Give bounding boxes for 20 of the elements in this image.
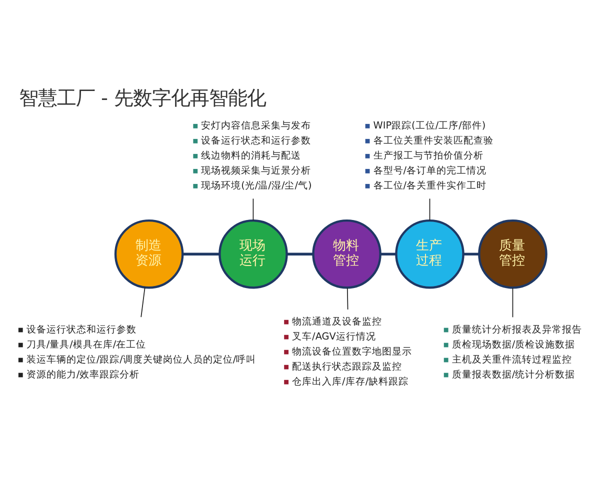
connector — [182, 252, 220, 256]
connector — [429, 198, 430, 221]
connector — [346, 287, 348, 310]
node-text: WIP跟踪(工位/工序/部件) 各工位关重件安装匹配查验 生产报工与节拍价值分析 各型号/各订单的完工情况 各工位/各关重件实作工时 — [373, 120, 494, 192]
node-circle: 现场运行 — [218, 219, 288, 289]
connector — [252, 198, 254, 221]
node-text: 设备运行状态和运行参数 刀具/量具/模具在库/在工位 装运车辆的定位/跟踪/调度关键岗位人员的定位/呼叫 资源的能力/效率跟踪分析 — [26, 324, 256, 381]
diagram-title: 智慧工厂 - 先数字化再智能化 — [18, 86, 266, 110]
node-text: 安灯内容信息采集与发布 设备运行状态和运行参数 线边物料的消耗与配送 现场视频采集与近景分析 现场环境(光/温/湿/尘/气) — [201, 120, 312, 192]
node-circle: 制造资源 — [114, 219, 184, 289]
node-circle: 质量管控 — [478, 219, 548, 289]
connector — [140, 287, 146, 318]
connector — [463, 252, 479, 256]
connector — [380, 252, 396, 256]
node-text: 质量统计分析报表及异常报告 质检现场数据/质检设施数据 主机及关重件流转过程监控 质量报表数据/统计分析数据 — [452, 324, 582, 381]
node-circle: 物料管控 — [312, 219, 382, 289]
node-text: 物流通道及设备监控 叉车/AGV运行情况 物流设备位置数字地图显示 配送执行状态跟踪及监控 仓库出入库/库存/缺料跟踪 — [292, 316, 412, 388]
node-circle: 生产过程 — [395, 219, 464, 289]
connector — [286, 252, 314, 256]
connector — [512, 287, 514, 318]
